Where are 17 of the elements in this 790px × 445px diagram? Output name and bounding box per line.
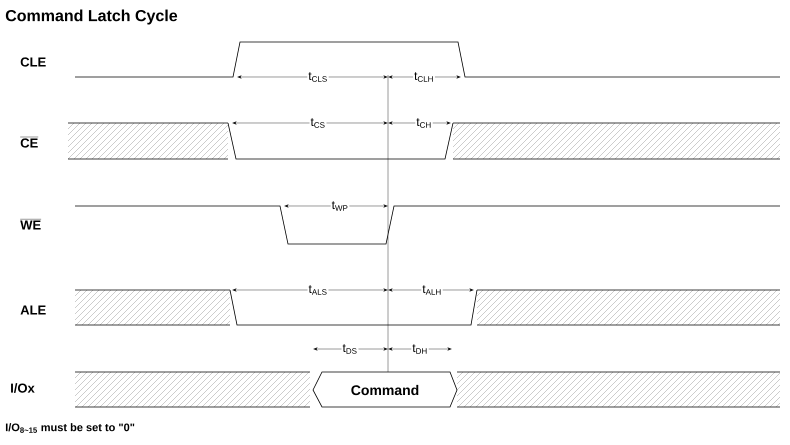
timing-label: t$_{CS}$ bbox=[310, 117, 326, 129]
timing-label: t$_{CLH}$ bbox=[413, 71, 435, 83]
signal-name: ALE bbox=[20, 306, 46, 314]
note: I/O$_{8~15}$ must be set to "0" bbox=[6, 423, 134, 433]
timing-label: t$_{WP}$ bbox=[330, 200, 350, 212]
timing-label: t$_{ALS}$ bbox=[308, 284, 328, 296]
signal-name: WE bbox=[20, 218, 42, 230]
data-segment: Command bbox=[312, 372, 458, 408]
timing-label: t$_{DS}$ bbox=[342, 343, 358, 355]
timing-label: t$_{CH}$ bbox=[415, 117, 433, 129]
title: Command Latch Cycle bbox=[6, 10, 178, 24]
timing-label: t$_{DH}$ bbox=[411, 343, 429, 355]
timing-label: t$_{ALH}$ bbox=[421, 284, 443, 296]
timing-label: t$_{CLS}$ bbox=[307, 71, 329, 83]
signal-name: CLE bbox=[20, 57, 46, 67]
signal-name: I/Ox bbox=[11, 383, 35, 393]
signal-name: CE bbox=[20, 136, 38, 148]
